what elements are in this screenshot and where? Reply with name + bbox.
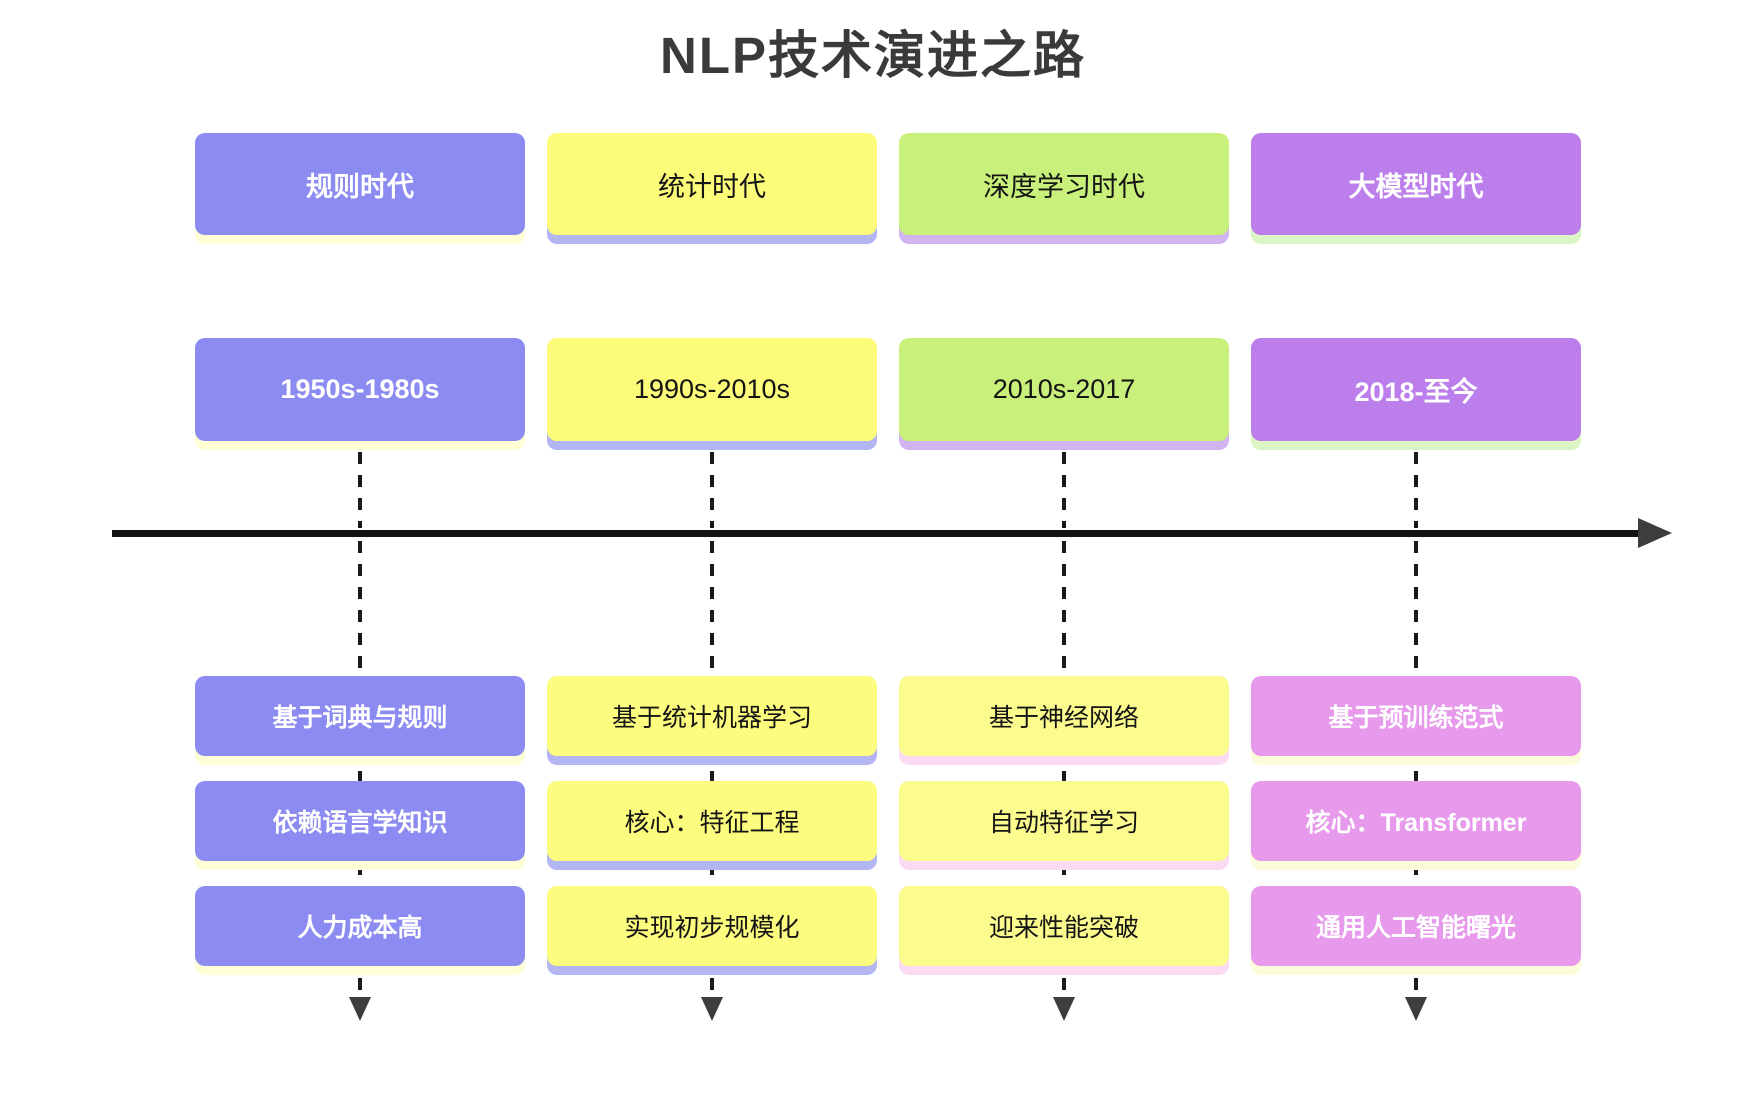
- fact-box: 基于预训练范式: [1251, 676, 1581, 756]
- fact-label: 人力成本高: [297, 914, 423, 942]
- fact-label: 核心：Transformer: [1305, 809, 1527, 837]
- era-box: 大模型时代: [1251, 133, 1581, 235]
- fact-box: 迎来性能突破: [899, 886, 1229, 966]
- down-arrowhead-icon: [1405, 997, 1427, 1021]
- page-title: NLP技术演进之路: [659, 27, 1086, 84]
- period-box: 1950s-1980s: [195, 338, 525, 441]
- down-arrowhead-icon: [349, 997, 371, 1021]
- fact-label: 实现初步规模化: [624, 914, 800, 942]
- era-label: 大模型时代: [1348, 171, 1484, 202]
- era-label: 规则时代: [306, 171, 414, 202]
- timeline-axis: [112, 530, 1640, 537]
- period-label: 2018-至今: [1354, 377, 1478, 407]
- era-box: 深度学习时代: [899, 133, 1229, 235]
- fact-box: 核心：Transformer: [1251, 781, 1581, 861]
- fact-box: 实现初步规模化: [547, 886, 877, 966]
- period-box: 1990s-2010s: [547, 338, 877, 441]
- connector-dash-lower: [358, 541, 362, 997]
- connector-dash-lower: [1062, 541, 1066, 997]
- connector-dash-lower: [710, 541, 714, 997]
- fact-box: 通用人工智能曙光: [1251, 886, 1581, 966]
- fact-label: 基于统计机器学习: [611, 704, 812, 732]
- fact-box: 核心：特征工程: [547, 781, 877, 861]
- fact-label: 自动特征学习: [988, 809, 1139, 837]
- period-box: 2018-至今: [1251, 338, 1581, 441]
- fact-box: 自动特征学习: [899, 781, 1229, 861]
- fact-label: 基于神经网络: [988, 704, 1139, 732]
- down-arrowhead-icon: [1053, 997, 1075, 1021]
- fact-box: 依赖语言学知识: [195, 781, 525, 861]
- connector-dash-upper: [358, 452, 362, 528]
- fact-label: 基于预训练范式: [1328, 704, 1504, 732]
- era-label: 统计时代: [658, 171, 766, 202]
- era-box: 规则时代: [195, 133, 525, 235]
- fact-box: 基于神经网络: [899, 676, 1229, 756]
- connector-dash-lower: [1414, 541, 1418, 997]
- connector-dash-upper: [710, 452, 714, 528]
- period-label: 2010s-2017: [992, 374, 1136, 404]
- fact-label: 依赖语言学知识: [272, 809, 448, 837]
- era-box: 统计时代: [547, 133, 877, 235]
- right-arrowhead-icon: [1638, 518, 1672, 548]
- fact-label: 核心：特征工程: [624, 809, 800, 837]
- fact-box: 人力成本高: [195, 886, 525, 966]
- fact-label: 基于词典与规则: [272, 704, 448, 732]
- down-arrowhead-icon: [701, 997, 723, 1021]
- era-label: 深度学习时代: [983, 171, 1145, 202]
- connector-dash-upper: [1062, 452, 1066, 528]
- period-label: 1990s-2010s: [633, 374, 791, 404]
- fact-label: 迎来性能突破: [988, 914, 1139, 942]
- period-label: 1950s-1980s: [280, 374, 440, 404]
- period-box: 2010s-2017: [899, 338, 1229, 441]
- fact-label: 通用人工智能曙光: [1315, 914, 1516, 942]
- fact-box: 基于词典与规则: [195, 676, 525, 756]
- fact-box: 基于统计机器学习: [547, 676, 877, 756]
- connector-dash-upper: [1414, 452, 1418, 528]
